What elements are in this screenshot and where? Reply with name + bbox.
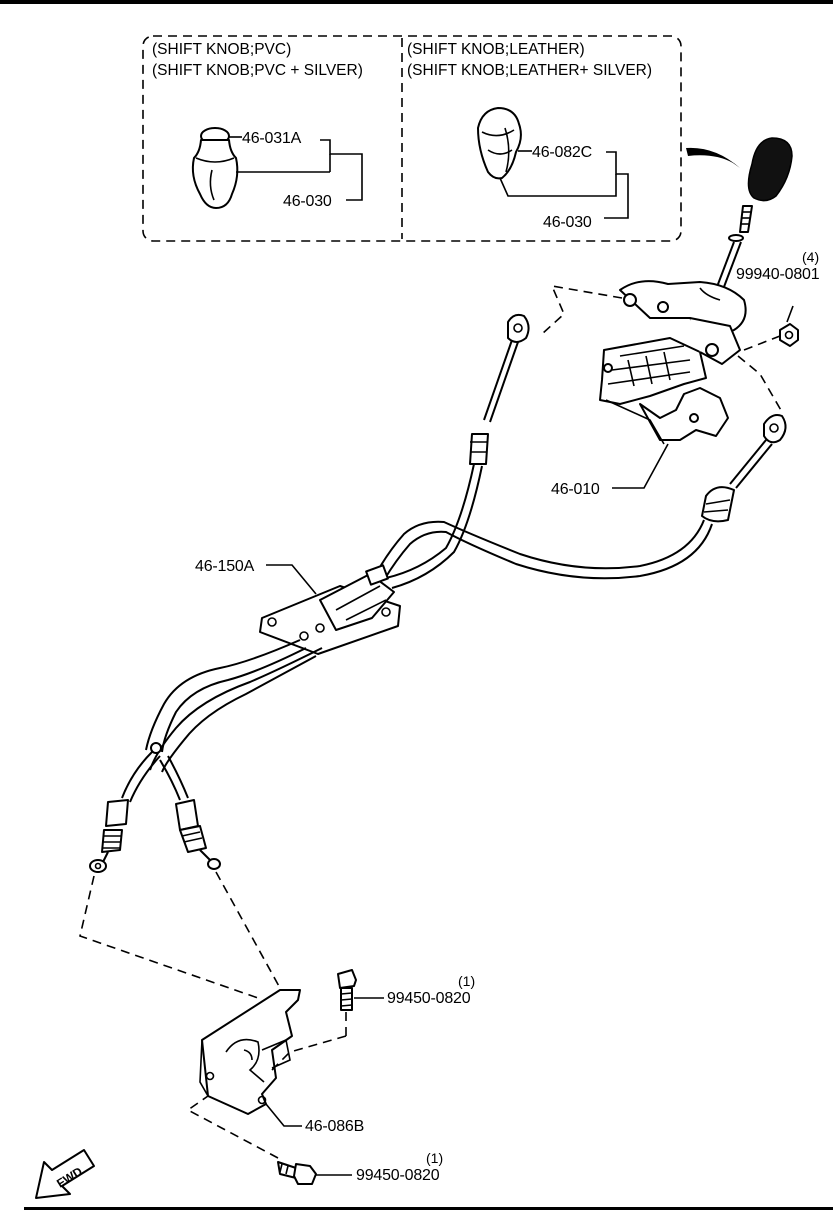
bolt-icon — [277, 1161, 317, 1185]
nut-qty: (4) — [802, 249, 819, 265]
shift-lever-shaft — [711, 205, 753, 301]
knob-variant-box: (SHIFT KNOB;PVC) (SHIFT KNOB;PVC + SILVE… — [142, 35, 682, 242]
cable-end-dash-left — [79, 875, 259, 999]
label-99450-0820-lower: 99450-0820 — [356, 1167, 440, 1184]
shift-knob-icon — [747, 137, 793, 202]
label-46-082C: 46-082C — [532, 144, 592, 161]
pvc-silver-variant-title: (SHIFT KNOB;PVC + SILVER) — [152, 62, 363, 79]
shifter-cable-dash — [541, 284, 623, 335]
label-46-031A: 46-031A — [242, 130, 302, 147]
leather-variant-title: (SHIFT KNOB;LEATHER) — [407, 41, 585, 58]
top-border — [0, 0, 833, 4]
leather-silver-variant-title: (SHIFT KNOB;LEATHER+ SILVER) — [407, 62, 652, 79]
bolt-upper-qty: (1) — [458, 973, 475, 989]
cable-bracket — [199, 989, 301, 1115]
shift-knob-pvc-icon — [191, 127, 239, 209]
nut-icon — [779, 323, 799, 347]
shift-cable-assembly — [89, 313, 787, 873]
shifter-cable2-dash — [737, 355, 783, 413]
label-46-030-pvc: 46-030 — [283, 193, 332, 210]
shift-knob-leather-icon — [477, 107, 522, 180]
cable-end-dash-right — [215, 871, 281, 989]
label-46-086B: 46-086B — [305, 1118, 364, 1135]
bolt-icon — [337, 969, 357, 1011]
bolt-lower-qty: (1) — [426, 1150, 443, 1166]
label-46-150A: 46-150A — [195, 558, 255, 575]
bottom-border — [24, 1207, 833, 1210]
shifter-assembly — [599, 280, 747, 445]
label-46-030-leather: 46-030 — [543, 214, 592, 231]
knob-pointer-arrow — [686, 147, 740, 168]
label-46-010: 46-010 — [551, 481, 600, 498]
label-99940-0801: 99940-0801 — [736, 266, 820, 283]
pvc-variant-title: (SHIFT KNOB;PVC) — [152, 41, 291, 58]
fwd-arrow-icon: FWD — [35, 1149, 95, 1199]
label-99450-0820-upper: 99450-0820 — [387, 990, 471, 1007]
